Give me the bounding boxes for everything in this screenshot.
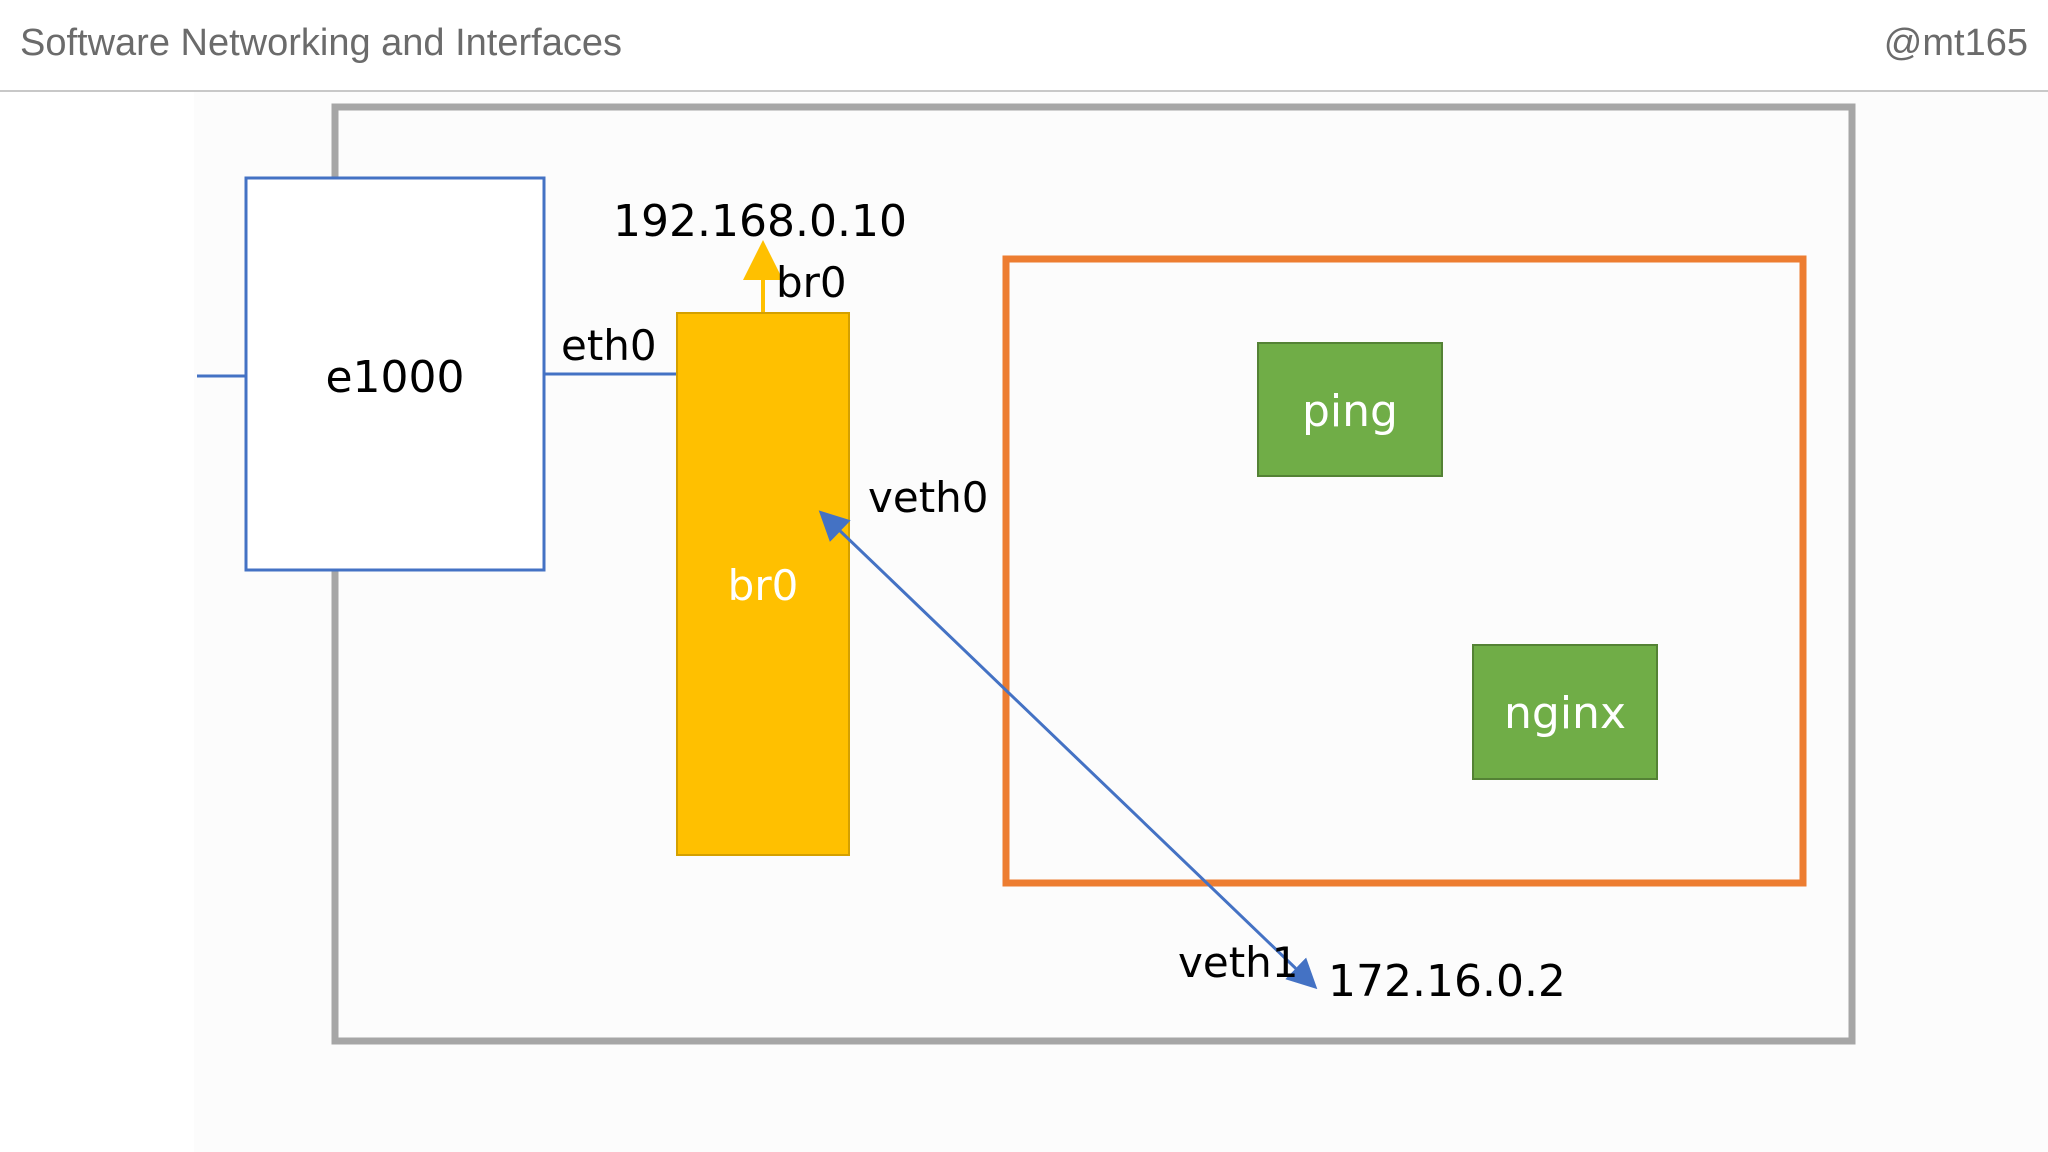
slide-title: Software Networking and Interfaces xyxy=(20,22,622,64)
ping-label: ping xyxy=(1302,386,1398,437)
bridge-top-label: br0 xyxy=(776,258,847,307)
nic-box xyxy=(244,176,546,572)
eth0-label: eth0 xyxy=(561,321,657,370)
veth0-label: veth0 xyxy=(868,473,989,522)
slide-author: @mt165 xyxy=(1883,22,2028,64)
slide-header: Software Networking and Interfaces @mt16… xyxy=(0,0,2048,92)
bridge-ip: 192.168.0.10 xyxy=(613,196,907,247)
veth1-ip: 172.16.0.2 xyxy=(1328,956,1566,1007)
nic-label: e1000 xyxy=(325,352,464,403)
veth-pair-link xyxy=(818,510,1318,990)
nginx-label: nginx xyxy=(1504,688,1626,739)
bridge-label: br0 xyxy=(728,561,799,610)
ping-container xyxy=(1257,342,1443,477)
nginx-container xyxy=(1472,644,1658,780)
host-box xyxy=(331,103,1856,1045)
veth1-label: veth1 xyxy=(1178,938,1299,987)
